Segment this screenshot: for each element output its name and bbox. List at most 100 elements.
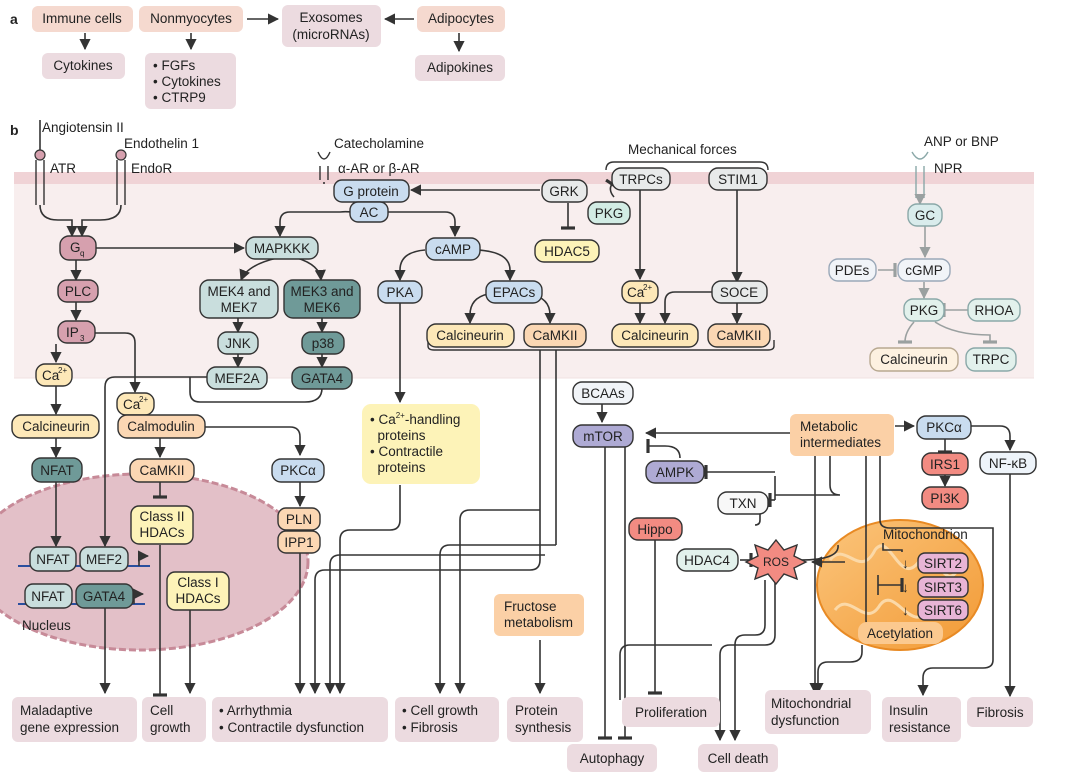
ca-mech-label: Ca bbox=[627, 285, 645, 300]
g-protein-label: G protein bbox=[343, 184, 399, 199]
panel-a-letter: a bbox=[10, 11, 18, 27]
nodes: G q PLC IP 3 Ca 2+ Calcineurin NFAT NFAT… bbox=[11, 167, 1037, 644]
ctrp9-label: • CTRP9 bbox=[153, 90, 206, 105]
ip3-node bbox=[57, 320, 96, 344]
mapkkk-label: MAPKKK bbox=[254, 241, 310, 256]
exosomes-label-2: (microRNAs) bbox=[292, 27, 369, 42]
mitochondrion-label: Mitochondrion bbox=[883, 527, 968, 542]
class1-label-1: Class I bbox=[177, 575, 218, 590]
txn-label: TXN bbox=[730, 496, 757, 511]
cytokines-box bbox=[42, 53, 125, 79]
adipokines-box bbox=[415, 55, 505, 81]
class1-hdacs-node bbox=[166, 571, 230, 611]
nfat-nuclear-label: NFAT bbox=[36, 552, 70, 567]
irs1-label: IRS1 bbox=[930, 457, 960, 472]
fibrosis-label: Fibrosis bbox=[976, 705, 1024, 720]
ar-label: α-AR or β-AR bbox=[338, 161, 420, 176]
exosomes-box bbox=[282, 5, 381, 47]
receptors: Angiotensin II ATR Endothelin 1 EndoR Ca… bbox=[34, 120, 999, 205]
calcineurin-npr-label: Calcineurin bbox=[880, 352, 948, 367]
ros-label: ROS bbox=[763, 555, 789, 569]
plc-label: PLC bbox=[65, 284, 92, 299]
calmodulin-node bbox=[117, 414, 206, 439]
sirt2-down-arrow-icon: ↓ bbox=[902, 556, 909, 571]
pi3k-node bbox=[921, 486, 969, 510]
gata4-node bbox=[291, 366, 353, 390]
ca-node-mech bbox=[621, 280, 659, 304]
adipocytes-label: Adipocytes bbox=[428, 11, 494, 26]
hdac5-node bbox=[534, 239, 600, 263]
endothelin-label: Endothelin 1 bbox=[124, 136, 199, 151]
calcineurin-npr-node bbox=[869, 347, 959, 372]
fructose-metabolism-box bbox=[494, 594, 584, 636]
pkg-right-label: PKG bbox=[910, 303, 939, 318]
mapkkk-node bbox=[245, 236, 319, 260]
proliferation-label: Proliferation bbox=[635, 705, 707, 720]
mef2-node bbox=[79, 546, 129, 572]
camp-label: cAMP bbox=[435, 242, 471, 257]
cytokines-label: Cytokines bbox=[53, 58, 113, 73]
gata4-nuclear-node bbox=[75, 583, 134, 609]
class2-label-1: Class II bbox=[139, 509, 184, 524]
calcineurin-left-node bbox=[11, 414, 100, 439]
nfat-nuclear-node-2 bbox=[24, 583, 73, 609]
cytokines-item-label: • Cytokines bbox=[153, 74, 221, 89]
pi3k-label: PI3K bbox=[930, 491, 959, 506]
cell-growth-outcome bbox=[142, 697, 206, 742]
cell-death-outcome bbox=[698, 744, 778, 772]
camkii-left-label: CaMKII bbox=[139, 463, 184, 478]
nfat-nuclear-node bbox=[29, 546, 77, 572]
nucleus bbox=[0, 472, 310, 652]
outcomes: Maladaptive gene expression Cell growth … bbox=[12, 690, 1033, 772]
ac-node bbox=[349, 201, 389, 223]
calcineurin-mech-label: Calcineurin bbox=[621, 328, 689, 343]
sirt6-down-arrow-icon: ↓ bbox=[902, 603, 909, 618]
trpcs-node bbox=[611, 167, 671, 191]
mef2a-node bbox=[206, 366, 268, 390]
trpc-label: TRPC bbox=[973, 352, 1010, 367]
mef2a-label: MEF2A bbox=[214, 371, 259, 386]
pln-node bbox=[277, 507, 321, 531]
npr-label: NPR bbox=[934, 161, 963, 176]
arrhythmia-label: • Arrhythmia bbox=[219, 703, 292, 718]
trpcs-label: TRPCs bbox=[619, 172, 663, 187]
atr-label: ATR bbox=[50, 161, 76, 176]
grk-node bbox=[541, 179, 588, 203]
trpc-node bbox=[965, 347, 1017, 372]
calcineurin-left-label: Calcineurin bbox=[22, 419, 90, 434]
pkg-node-right bbox=[903, 298, 945, 322]
hdac5-label: HDAC5 bbox=[544, 244, 590, 259]
ros-node bbox=[744, 538, 808, 586]
epacs-node bbox=[485, 280, 543, 304]
ca-left-label: Ca bbox=[42, 368, 60, 383]
fgfs-label: • FGFs bbox=[153, 58, 195, 73]
immune-cells-label: Immune cells bbox=[42, 11, 122, 26]
jnk-node bbox=[217, 331, 259, 355]
ac-label: AC bbox=[360, 205, 379, 220]
sirt6-label: SIRT6 bbox=[924, 603, 962, 618]
cell-growth-label-2: growth bbox=[150, 720, 191, 735]
protein-synthesis-label-1: Protein bbox=[515, 703, 558, 718]
rhoa-node bbox=[967, 298, 1021, 322]
contractile-proteins-label: proteins bbox=[370, 460, 426, 475]
nonmyocytes-label: Nonmyocytes bbox=[150, 11, 232, 26]
autophagy-label: Autophagy bbox=[580, 751, 645, 766]
plc-node bbox=[57, 279, 99, 303]
cgmp-label: cGMP bbox=[905, 263, 943, 278]
pdes-node bbox=[828, 258, 877, 282]
pka-label: PKA bbox=[386, 285, 413, 300]
mek4-mek7-node bbox=[199, 279, 279, 319]
ampk-label: AMPK bbox=[656, 465, 694, 480]
camkii-mech-label: CaMKII bbox=[716, 328, 761, 343]
pkca-right-node bbox=[916, 415, 972, 440]
ca-node-left bbox=[35, 363, 73, 387]
jnk-label: JNK bbox=[225, 336, 251, 351]
camkii-camp-node bbox=[523, 323, 587, 348]
ca-handling-proteins-label: proteins bbox=[370, 428, 426, 443]
mek4-label: MEK4 and bbox=[207, 284, 270, 299]
mtor-label: mTOR bbox=[583, 429, 623, 444]
ampk-node bbox=[645, 460, 705, 484]
grk-label: GRK bbox=[549, 184, 578, 199]
panel-a: a Immune cells Nonmyocytes Exosomes (mic… bbox=[10, 5, 505, 109]
class2-hdacs-node bbox=[130, 505, 194, 545]
